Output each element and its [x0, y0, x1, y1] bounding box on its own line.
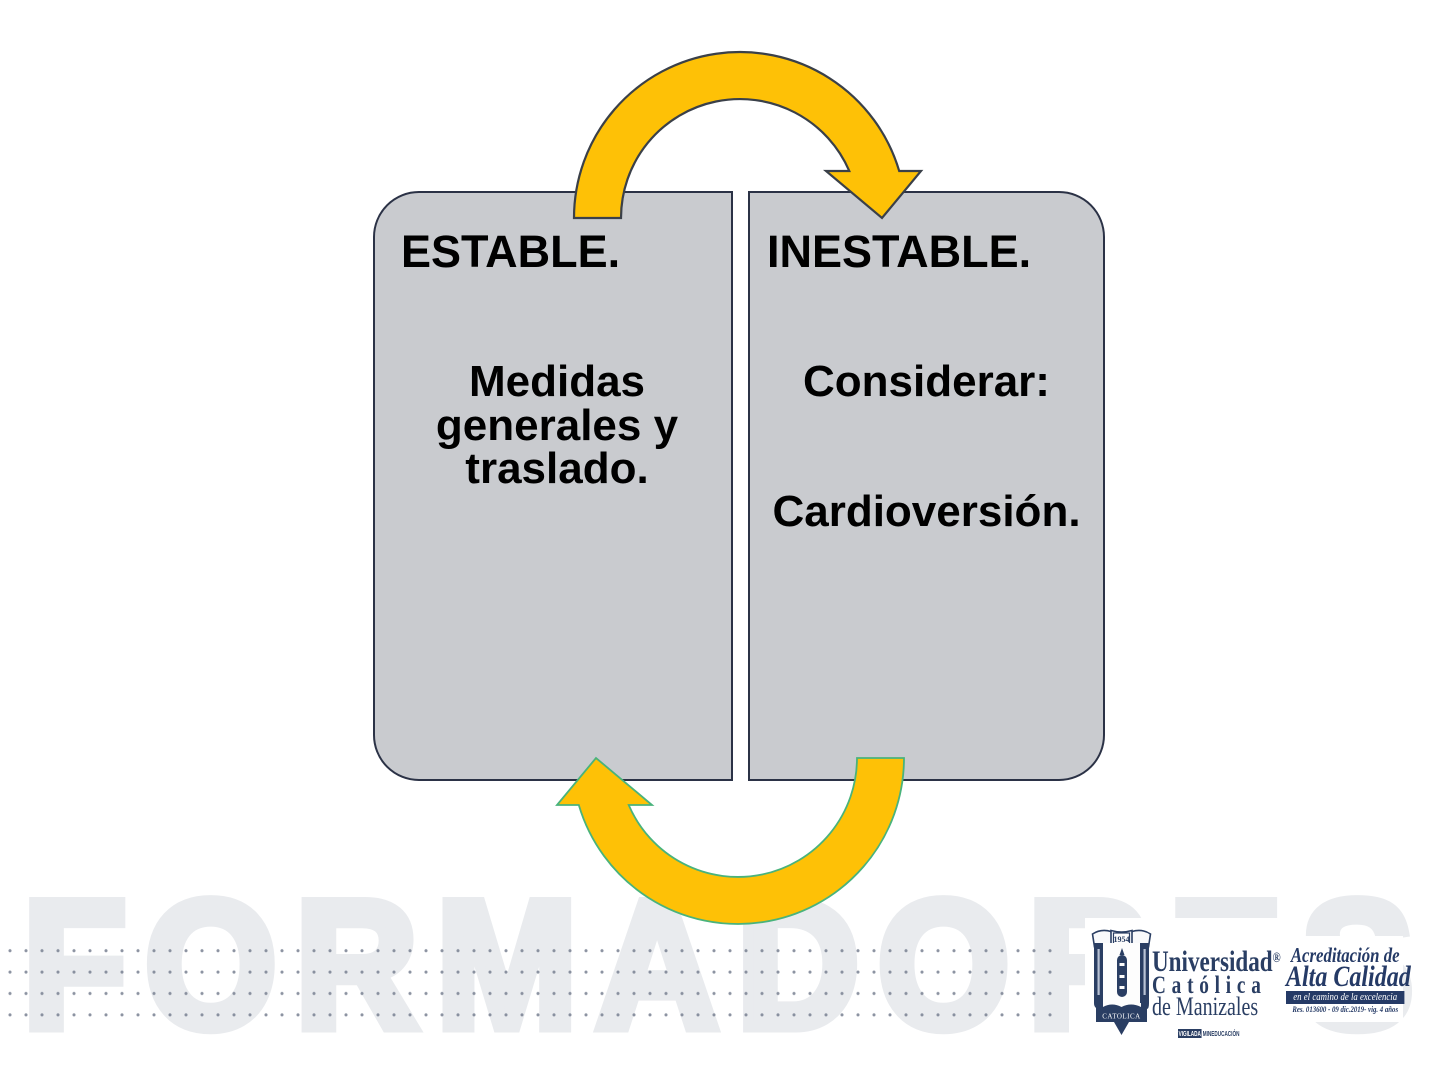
svg-text:1954: 1954: [1114, 935, 1130, 944]
svg-text:CATOLICA: CATOLICA: [1102, 1013, 1140, 1021]
